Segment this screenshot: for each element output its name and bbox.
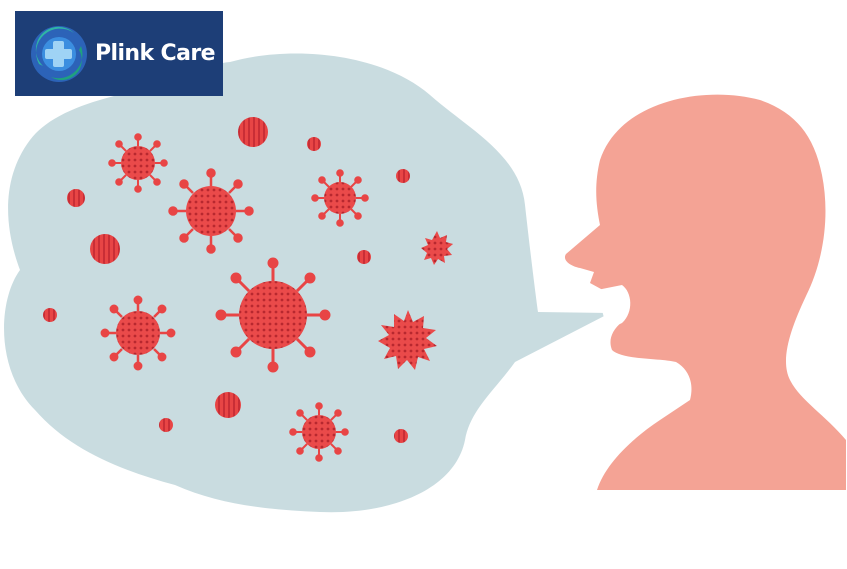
virus-particle-small — [108, 133, 168, 193]
virus-particle-medium — [168, 168, 254, 254]
virus-particle-striped — [394, 429, 408, 443]
virus-particle-striped — [67, 189, 85, 207]
virus-particle-large — [215, 257, 331, 373]
medical-cross-globe-icon — [31, 25, 87, 82]
mouth-opening — [597, 285, 631, 326]
virus-particle-striped — [215, 392, 241, 418]
virus-particle-small — [289, 402, 349, 462]
brand-name: Plink Care — [95, 41, 216, 66]
virus-particle-serrated-small — [421, 231, 453, 265]
virus-particle-striped — [90, 234, 120, 264]
brand-logo: Plink Care — [15, 11, 223, 96]
virus-particle-striped — [159, 418, 173, 432]
virus-particle-small — [311, 169, 369, 227]
virus-particle-striped — [238, 117, 268, 147]
head-silhouette — [564, 94, 846, 490]
virus-particle-striped — [357, 250, 371, 264]
virus-particle-serrated — [378, 310, 437, 370]
virus-particle-striped — [396, 169, 410, 183]
virus-particle-striped — [43, 308, 57, 322]
virus-particle-striped — [307, 137, 321, 151]
virus-particle-medium — [100, 295, 176, 371]
